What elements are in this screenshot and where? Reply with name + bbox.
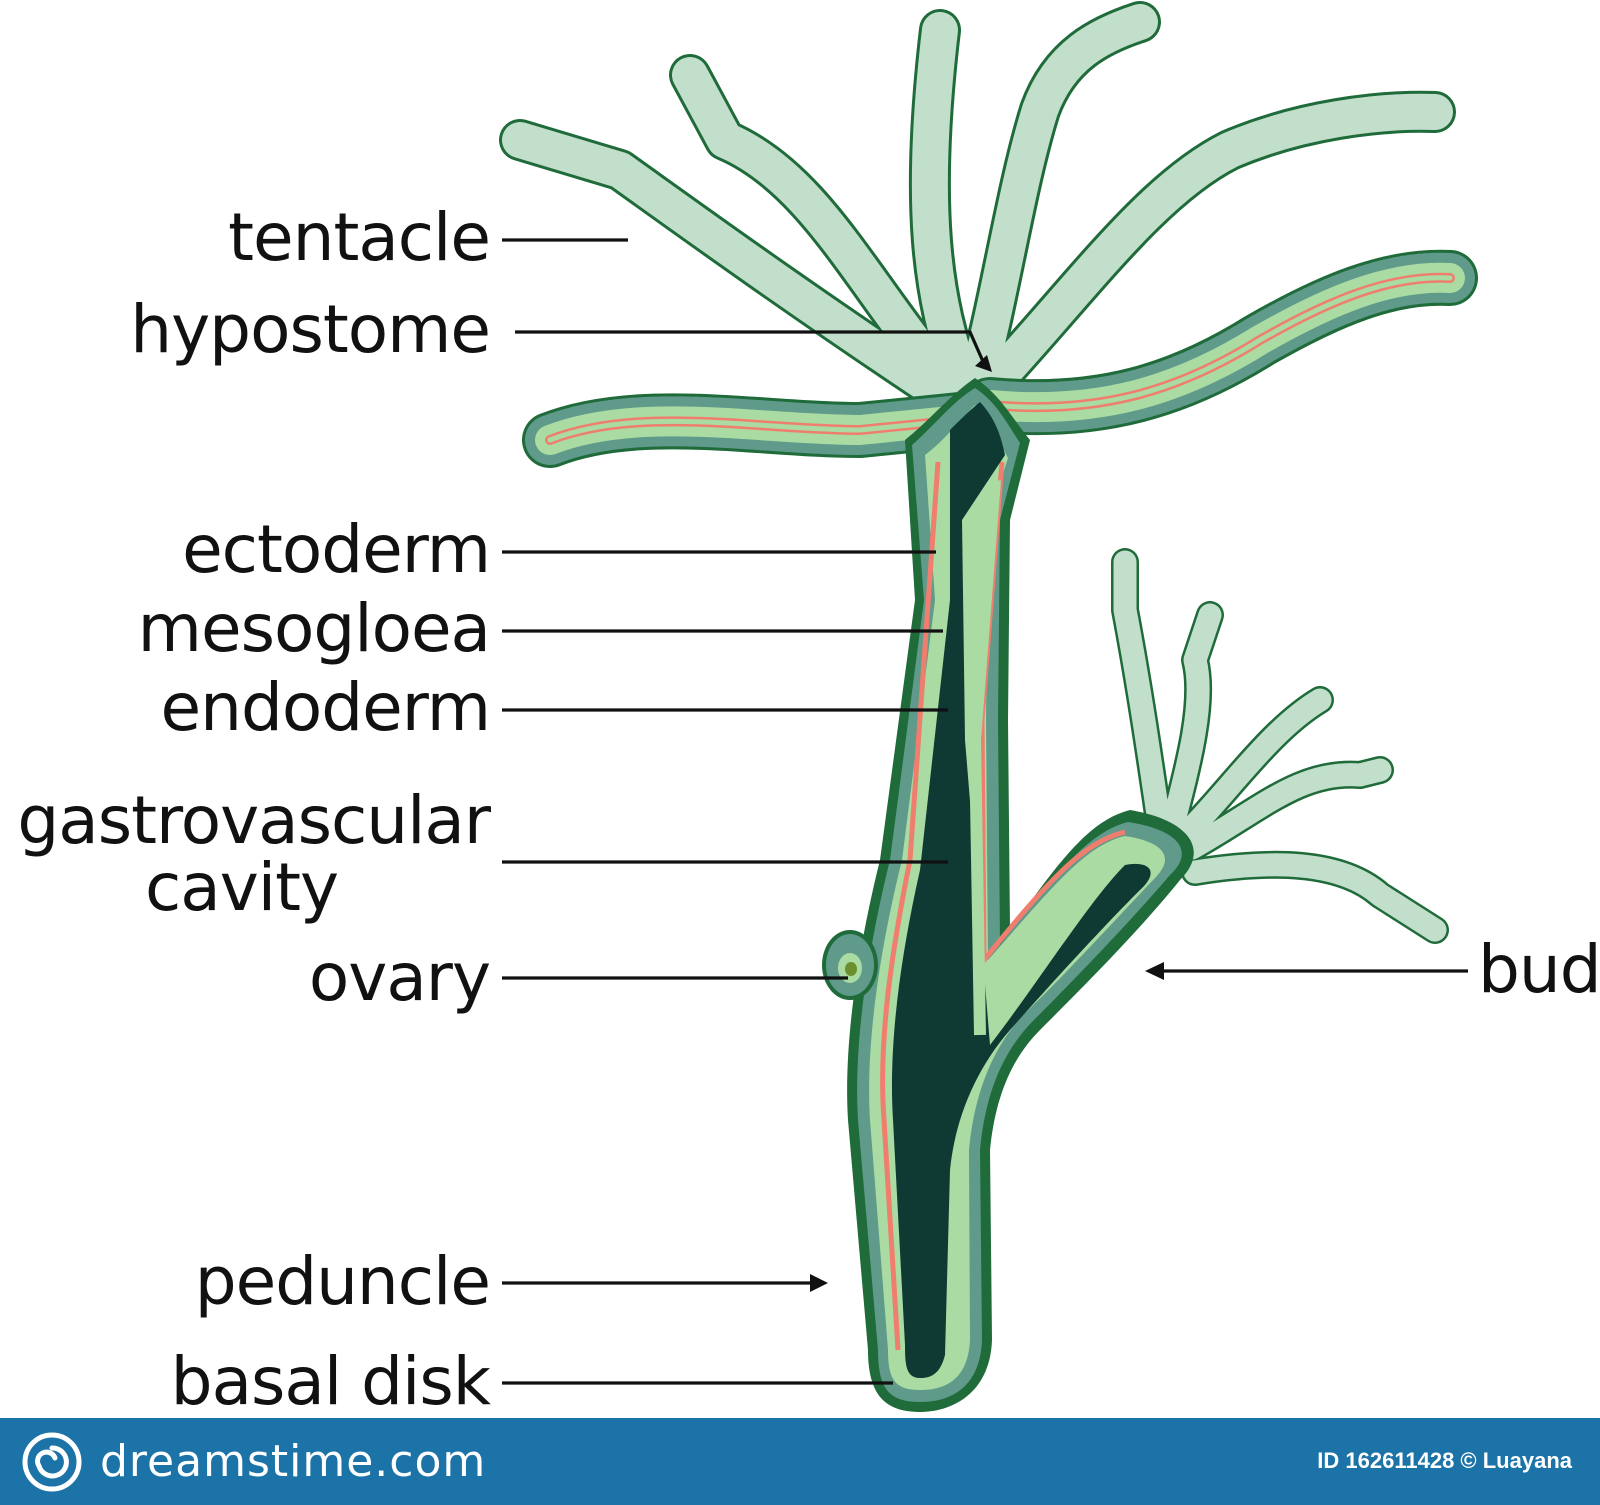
hydra-diagram: tentacle hypostome ectoderm mesogloea en… — [17, 1, 1600, 1418]
arrow-peduncle — [810, 1274, 828, 1292]
arrow-hypostome — [975, 355, 992, 372]
label-mesogloea: mesogloea — [138, 590, 490, 667]
body-column — [847, 378, 1194, 1412]
label-bud: bud — [1478, 931, 1600, 1008]
label-gastrovascular-line2: cavity — [145, 849, 338, 926]
label-gastrovascular-line1: gastrovascular — [17, 782, 491, 859]
label-ectoderm: ectoderm — [182, 511, 490, 588]
label-endoderm: endoderm — [161, 669, 490, 746]
watermark-footer: dreamstime.com ID 162611428 © Luayana — [0, 1418, 1600, 1505]
dreamstime-logo-icon — [22, 1432, 82, 1492]
label-ovary: ovary — [309, 939, 490, 1016]
sectioned-arms — [522, 249, 1478, 468]
label-tentacle: tentacle — [228, 199, 490, 276]
label-hypostome: hypostome — [130, 291, 490, 368]
label-peduncle: peduncle — [195, 1243, 490, 1320]
footer-brand: dreamstime.com — [100, 1436, 487, 1487]
label-basal-disk: basal disk — [171, 1343, 492, 1418]
ovary — [822, 930, 878, 1000]
footer-credit: ID 162611428 © Luayana — [1317, 1448, 1572, 1473]
labels: tentacle hypostome ectoderm mesogloea en… — [17, 199, 1600, 1418]
bud-tentacles — [1111, 548, 1449, 944]
main-tentacles — [499, 1, 1456, 419]
leader-hypostome — [515, 330, 987, 367]
arrow-bud — [1145, 962, 1164, 980]
